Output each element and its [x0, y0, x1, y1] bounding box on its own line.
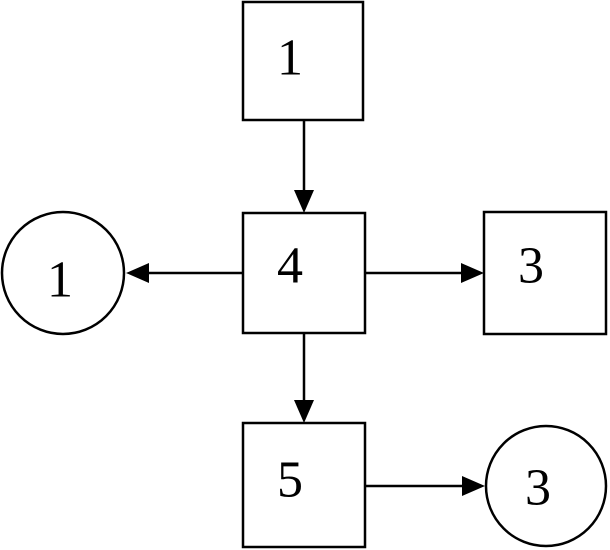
node-circle-left: 1	[0, 210, 126, 336]
arrowhead-right-icon	[462, 476, 485, 496]
node-box-center: 4	[241, 211, 367, 335]
node-label: 3	[525, 460, 551, 517]
node-label: 3	[518, 238, 544, 295]
arrowhead-left-icon	[126, 263, 149, 283]
node-label: 5	[277, 452, 303, 509]
arrowhead-down-icon	[294, 190, 314, 213]
node-label: 1	[47, 252, 73, 309]
node-box-top: 1	[241, 0, 365, 122]
node-box-right: 3	[482, 210, 608, 336]
node-label: 1	[277, 30, 303, 87]
node-label: 4	[277, 238, 303, 295]
edges	[126, 120, 485, 496]
node-box-bottom: 5	[241, 421, 367, 549]
arrowhead-down-icon	[294, 400, 314, 423]
node-circle-bottom-right: 3	[484, 424, 608, 548]
arrowhead-right-icon	[461, 263, 484, 283]
